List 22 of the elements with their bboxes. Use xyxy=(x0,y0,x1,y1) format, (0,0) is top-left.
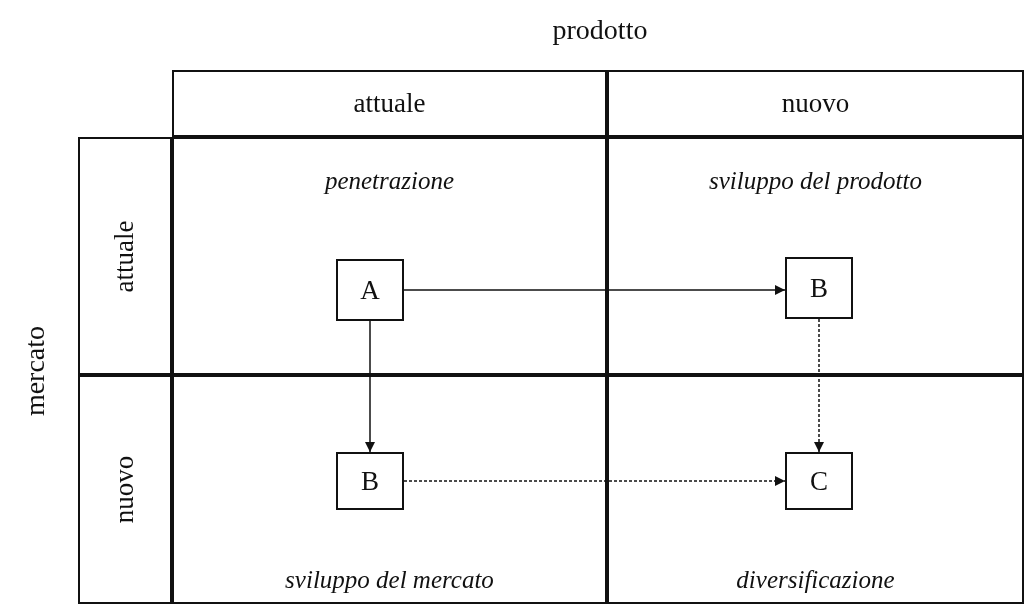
arrow xyxy=(403,285,786,295)
column-header-label: nuovo xyxy=(781,88,850,119)
quadrant-cell xyxy=(607,137,1024,375)
strategy-label: sviluppo del prodotto xyxy=(709,167,922,195)
strategy-label: penetrazione xyxy=(324,167,455,195)
strategy-label: diversificazione xyxy=(736,566,895,594)
process-box: B xyxy=(336,452,404,510)
process-box: B xyxy=(785,257,853,319)
arrow xyxy=(365,320,375,453)
row-header-label: attuale xyxy=(109,220,141,292)
quadrant-cell xyxy=(607,375,1024,604)
process-box: A xyxy=(336,259,404,321)
row-header-label: nuovo xyxy=(109,455,141,524)
process-box: C xyxy=(785,452,853,510)
quadrant-cell xyxy=(172,375,607,604)
arrow xyxy=(403,476,786,486)
column-header-label: attuale xyxy=(353,88,426,119)
axis-title: prodotto xyxy=(551,14,649,46)
strategy-label: sviluppo del mercato xyxy=(285,566,494,594)
quadrant-cell xyxy=(172,137,607,375)
arrow xyxy=(814,318,824,453)
axis-title-label: mercato xyxy=(19,325,51,416)
